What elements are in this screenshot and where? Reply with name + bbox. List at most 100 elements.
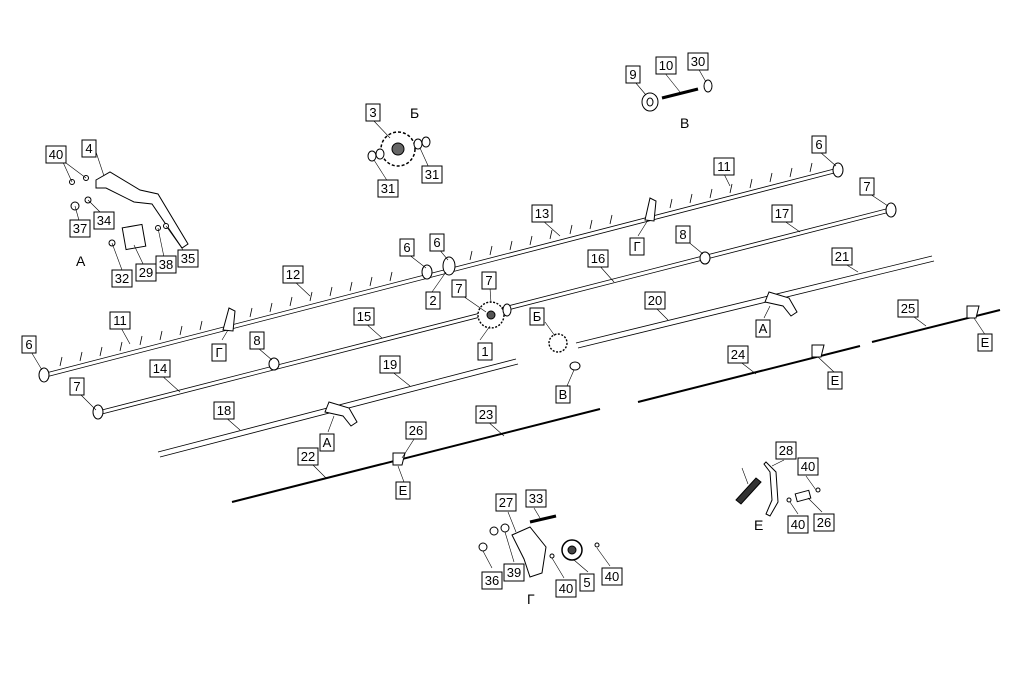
sprocket-B-small [548, 333, 568, 353]
part-label-text: 31 [425, 167, 439, 182]
part-label-l18: 18 [213, 401, 235, 420]
part-label-box [399, 238, 415, 257]
part-label-text: 11 [113, 313, 127, 328]
group-titles: А Б В Г Е [76, 105, 763, 607]
bearing-8-left [268, 357, 280, 371]
bearing-6-center-b [442, 256, 456, 276]
part-label-text: 6 [815, 137, 822, 152]
sprocket-3-hub [391, 142, 405, 156]
washer-30 [703, 79, 713, 93]
part-label-text: 8 [679, 227, 686, 242]
part-label-text: 18 [217, 403, 231, 418]
part-label-box [727, 345, 749, 364]
washer-31-right-b [421, 136, 431, 148]
part-label-text: 14 [153, 361, 167, 376]
plate-27 [511, 526, 547, 578]
shafts [41, 167, 1001, 503]
washer-31-right [413, 138, 423, 150]
nut-36 [478, 542, 488, 552]
part-label-box [353, 307, 375, 326]
part-label-l37: 37 [69, 219, 91, 238]
part-label-text: 3 [369, 105, 376, 120]
sprocket-1-hub [486, 310, 496, 320]
group-V-bushing-assembly [641, 79, 713, 112]
bracket-A-upper [764, 291, 798, 317]
group-B-sprocket-assembly [367, 131, 431, 167]
washer-31-left [367, 150, 377, 162]
axle-10 [661, 87, 699, 100]
bearing-7-right [885, 202, 897, 218]
part-label-l32: 32 [111, 269, 133, 288]
part-label-text: 26 [409, 423, 423, 438]
part-label-l20: 20 [644, 291, 666, 310]
part-label-box [675, 225, 691, 244]
part-label-l36: 36 [481, 571, 503, 590]
part-label-box [531, 204, 553, 223]
part-label-l7d: 7 [451, 279, 467, 298]
part-label-l28: 28 [775, 441, 797, 460]
part-label-l9: 9 [625, 65, 641, 84]
part-label-l4: 4 [81, 139, 97, 158]
group-title-V: В [680, 115, 689, 131]
part-label-l30: 30 [687, 52, 709, 71]
part-label-box [555, 579, 577, 598]
part-label-box [481, 571, 503, 590]
part-label-text: 2 [429, 293, 436, 308]
part-label-text: А [759, 321, 768, 336]
group-title-E: Е [754, 517, 763, 533]
part-label-l1: 1 [477, 342, 493, 361]
part-label-text: 22 [301, 449, 315, 464]
part-label-text: Г [633, 239, 640, 254]
part-label-l13: 13 [531, 204, 553, 223]
part-label-l40a: 40 [45, 145, 67, 164]
part-label-box [813, 513, 835, 532]
part-label-l17: 17 [771, 204, 793, 223]
part-label-text: 40 [791, 517, 805, 532]
part-label-l33: 33 [525, 489, 547, 508]
part-label-box [451, 279, 467, 298]
part-label-text: 39 [507, 565, 521, 580]
bearing-7-center [502, 303, 512, 317]
part-label-box [687, 52, 709, 71]
bearing-7-left [92, 404, 104, 420]
part-label-box [149, 359, 171, 378]
part-label-box [111, 269, 133, 288]
part-label-text: 15 [357, 309, 371, 324]
part-label-box [525, 489, 547, 508]
part-label-box [282, 265, 304, 284]
part-label-lAa: А [319, 433, 335, 452]
part-label-text: 8 [253, 333, 260, 348]
part-label-text: 33 [529, 491, 543, 506]
part-label-box [395, 481, 411, 500]
washer-39-b [500, 523, 510, 533]
rod-22-23 [231, 408, 601, 503]
part-label-l24: 24 [727, 345, 749, 364]
sleeve-26 [794, 489, 812, 503]
part-label-box [21, 335, 37, 354]
part-label-box [601, 567, 623, 586]
arm-28 [763, 461, 779, 517]
part-label-text: 31 [381, 181, 395, 196]
part-label-text: 5 [583, 575, 590, 590]
part-label-l19: 19 [379, 355, 401, 374]
part-label-l7b: 7 [859, 177, 875, 196]
part-label-box [81, 139, 97, 158]
hub-5-center [567, 545, 577, 555]
part-label-box [629, 237, 645, 256]
bearing-6-right [832, 162, 844, 178]
part-label-l25: 25 [897, 299, 919, 318]
part-label-text: Е [399, 483, 408, 498]
bushing-9-inner [646, 97, 654, 107]
part-label-l22: 22 [297, 447, 319, 466]
part-label-l7c: 7 [481, 271, 497, 290]
part-label-box [897, 299, 919, 318]
part-label-box [787, 515, 809, 534]
part-label-text: 35 [181, 251, 195, 266]
tines [59, 162, 813, 367]
part-label-box [213, 401, 235, 420]
part-label-box [655, 56, 677, 75]
part-label-text: Г [215, 345, 222, 360]
part-label-l14: 14 [149, 359, 171, 378]
tube-20-21-edge [577, 260, 935, 349]
